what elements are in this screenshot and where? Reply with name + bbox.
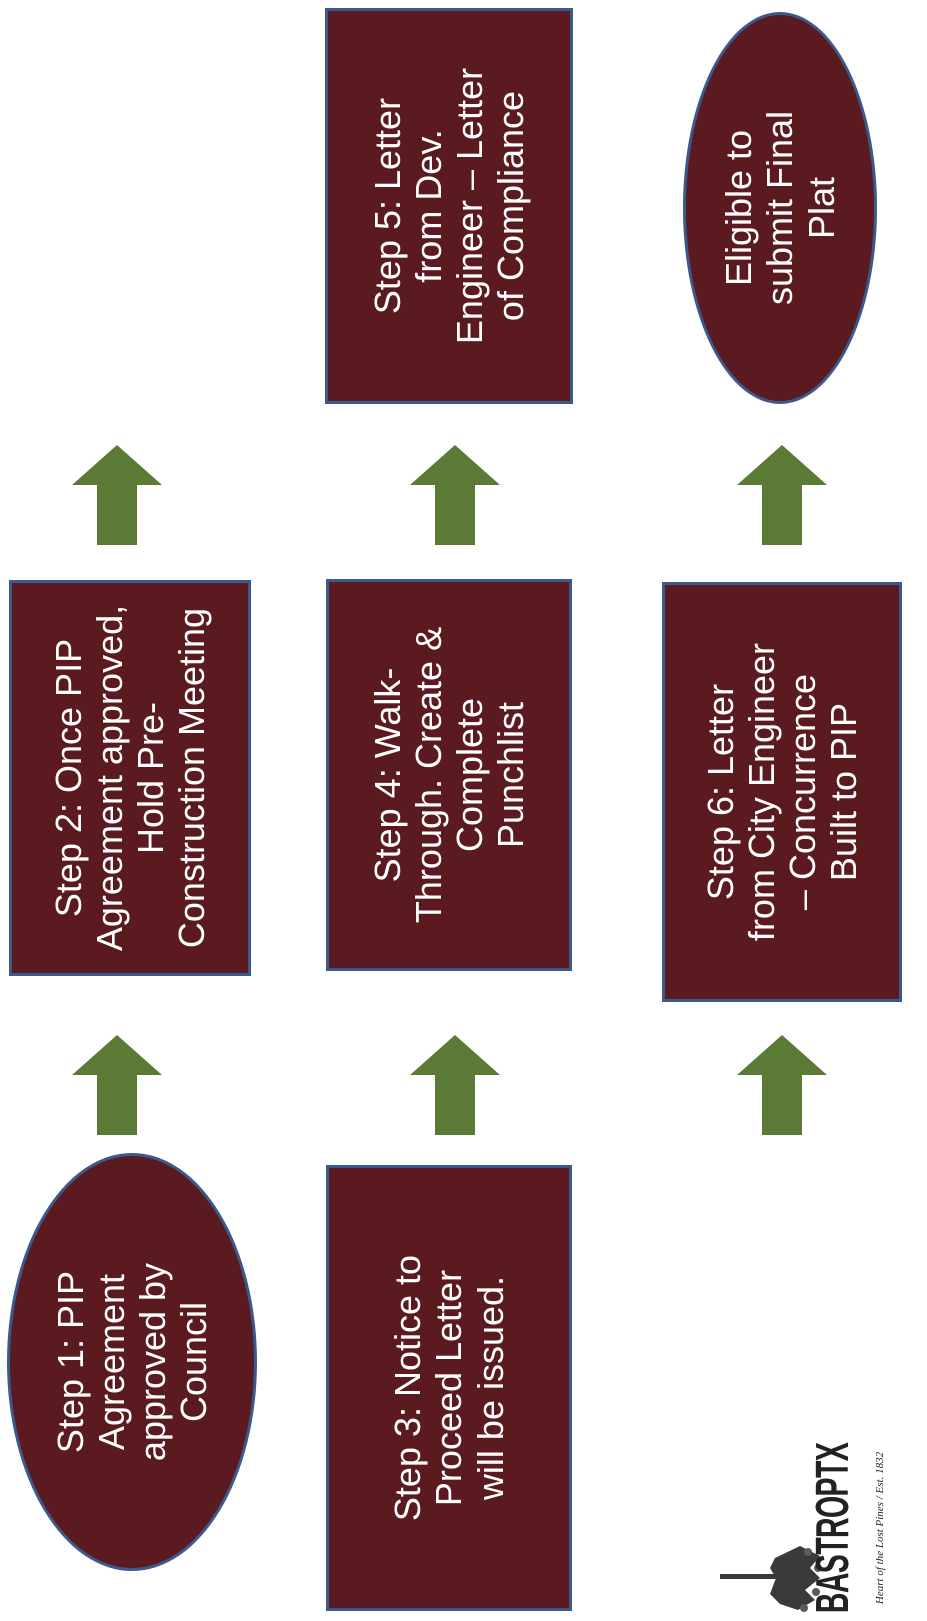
step-3-label: Step 3: Notice to Proceed Letter will be… (387, 1254, 511, 1522)
step-1-oval: Step 1: PIP Agreement approved by Counci… (7, 1153, 257, 1571)
step-6-label: Step 6: Letter from City Engineer – Conc… (699, 642, 865, 942)
step-4-box: Step 4: Walk- Through. Create & Complete… (326, 579, 572, 971)
arrow-up-icon (737, 445, 827, 545)
step-5-label: Step 5: Letter from Dev. Engineer – Lett… (366, 67, 532, 345)
step-6-box: Step 6: Letter from City Engineer – Conc… (662, 582, 902, 1002)
final-step-oval: Eligible to submit Final Plat (683, 12, 877, 404)
arrow-up-icon (410, 1035, 500, 1135)
step-1-label: Step 1: PIP Agreement approved by Counci… (49, 1262, 215, 1462)
arrow-up-icon (410, 445, 500, 545)
logo-title: BASTROPTX (806, 1442, 858, 1614)
step-4-label: Step 4: Walk- Through. Create & Complete… (366, 626, 532, 924)
arrow-up-icon (737, 1035, 827, 1135)
step-5-box: Step 5: Letter from Dev. Engineer – Lett… (325, 8, 573, 404)
arrow-up-icon (72, 1035, 162, 1135)
bastrop-logo: BASTROPTX Heart of the Lost Pines / Est.… (720, 1443, 920, 1620)
step-2-box: Step 2: Once PIP Agreement approved, Hol… (9, 580, 251, 976)
pine-tree-icon (720, 1546, 822, 1612)
final-step-label: Eligible to submit Final Plat (718, 110, 842, 306)
arrow-up-icon (72, 445, 162, 545)
logo-tagline: Heart of the Lost Pines / Est. 1832 (874, 1451, 886, 1605)
step-2-label: Step 2: Once PIP Agreement approved, Hol… (47, 604, 213, 952)
step-3-box: Step 3: Notice to Proceed Letter will be… (326, 1165, 572, 1611)
